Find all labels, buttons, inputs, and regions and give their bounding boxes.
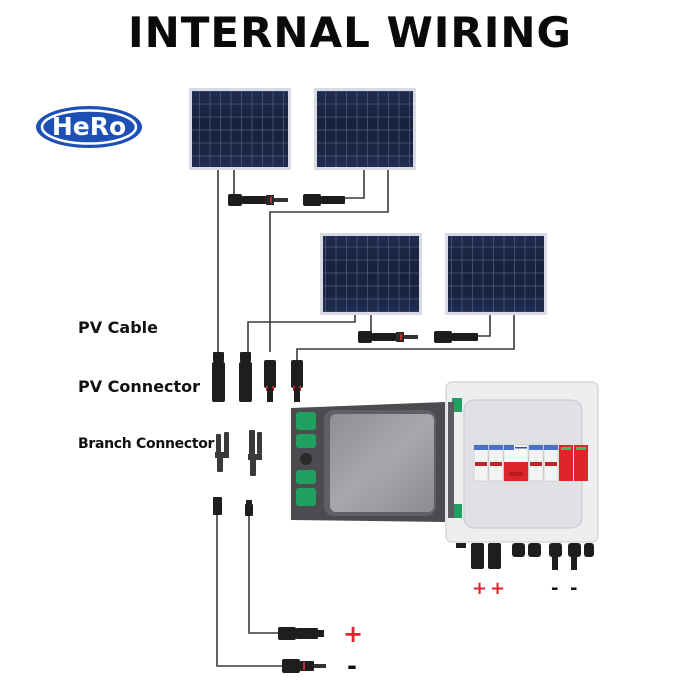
wire-output-pos bbox=[248, 515, 278, 634]
wire-output-neg bbox=[216, 515, 282, 667]
fuse-holder bbox=[528, 444, 544, 482]
solar-panel bbox=[314, 88, 416, 170]
box-output-sign-negative: - bbox=[551, 578, 559, 599]
pv-connector-label: PV Connector bbox=[78, 377, 201, 396]
mc4-connector bbox=[303, 194, 345, 206]
mc4-connector-pair bbox=[358, 331, 418, 343]
fuse-holder bbox=[543, 444, 559, 482]
pv-cables bbox=[216, 170, 515, 667]
fuse-holder bbox=[488, 444, 504, 482]
solar-panel bbox=[445, 233, 547, 315]
output-connector-head bbox=[245, 500, 253, 516]
combiner-box-lid bbox=[291, 402, 445, 522]
page-title: INTERNAL WIRING bbox=[127, 8, 573, 57]
pv-connector-female bbox=[212, 352, 225, 402]
solar-panel bbox=[320, 233, 422, 315]
hero-logo-text: HeRo bbox=[51, 112, 127, 141]
box-output-sign-positive: + bbox=[490, 578, 506, 599]
output-positive-sign: + bbox=[343, 620, 364, 648]
box-output-sign-negative: - bbox=[570, 578, 578, 599]
output-connector-negative bbox=[282, 659, 326, 673]
output-connector-head bbox=[213, 497, 222, 515]
branch-connector bbox=[248, 430, 262, 476]
hero-logo bbox=[36, 106, 142, 148]
pv-connector-male bbox=[291, 360, 303, 402]
breaker-modules bbox=[473, 444, 588, 482]
mc4-connector bbox=[434, 331, 478, 343]
output-negative-sign: - bbox=[347, 652, 357, 680]
branch-connector bbox=[215, 432, 229, 472]
wire-panel2-pos bbox=[269, 170, 389, 352]
mc4-connector-pair bbox=[228, 194, 288, 206]
solar-panel bbox=[189, 88, 291, 170]
wire-panel4-neg bbox=[478, 313, 491, 337]
pv-connector-male bbox=[264, 360, 276, 402]
output-connector-positive bbox=[278, 627, 324, 640]
fuse-holder bbox=[473, 444, 489, 482]
surge-protector bbox=[559, 445, 573, 481]
box-output-sign-positive: + bbox=[472, 578, 488, 599]
box-bottom-connectors bbox=[456, 543, 594, 570]
branch-connector-label: Branch Connector bbox=[78, 436, 215, 452]
surge-protector bbox=[574, 445, 588, 481]
wire-panel2-neg bbox=[345, 170, 365, 199]
wire-panel3-neg bbox=[247, 313, 356, 360]
dc-isolator-switch bbox=[503, 444, 529, 482]
pv-cable-label: PV Cable bbox=[78, 318, 159, 337]
pv-connector-female bbox=[239, 352, 252, 402]
wire-panel4-pos bbox=[296, 313, 515, 360]
